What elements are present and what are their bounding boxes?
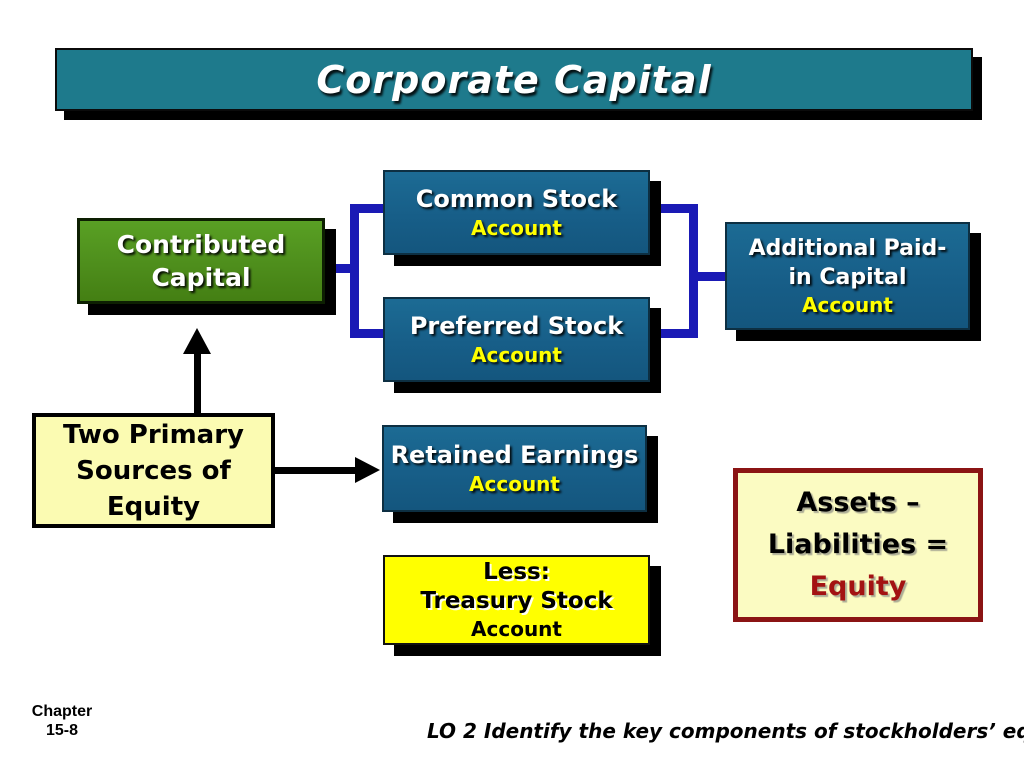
connector-left-bottom-stub bbox=[355, 329, 390, 338]
treasury-line1: Less: bbox=[483, 558, 550, 585]
preferred-stock-account-label: Account bbox=[471, 342, 562, 367]
connector-right-bottom-stub bbox=[645, 329, 695, 338]
equation-line2: Liabilities = bbox=[767, 529, 949, 560]
chapter-label: Chapter 15-8 bbox=[20, 702, 104, 740]
box-preferred-stock: Preferred Stock Account bbox=[383, 297, 650, 382]
two-primary-line2: Sources of bbox=[76, 455, 231, 486]
apic-line2: in Capital bbox=[788, 264, 907, 290]
apic-account-label: Account bbox=[802, 292, 893, 317]
box-retained-earnings: Retained Earnings Account bbox=[382, 425, 647, 512]
box-common-stock: Common Stock Account bbox=[383, 170, 650, 255]
common-stock-title: Common Stock bbox=[415, 184, 618, 213]
lesson-objective-text: LO 2 Identify the key components of stoc… bbox=[427, 719, 1024, 743]
contributed-capital-line2: Capital bbox=[151, 263, 251, 292]
common-stock-account-label: Account bbox=[471, 215, 562, 240]
preferred-stock-title: Preferred Stock bbox=[409, 311, 624, 340]
title-banner: Corporate Capital bbox=[55, 48, 973, 111]
connector-green-to-bracket bbox=[325, 264, 359, 273]
box-contributed-capital: Contributed Capital bbox=[77, 218, 325, 304]
retained-earnings-account-label: Account bbox=[469, 471, 560, 496]
treasury-line2: Treasury Stock bbox=[420, 587, 613, 614]
connector-to-apic bbox=[694, 272, 726, 281]
chapter-line1: Chapter bbox=[31, 703, 93, 720]
two-primary-line1: Two Primary bbox=[62, 419, 244, 450]
chapter-line2: 15-8 bbox=[45, 722, 79, 739]
treasury-account-label: Account bbox=[471, 616, 562, 641]
arrow-up-head bbox=[183, 328, 211, 354]
arrow-right-shaft bbox=[275, 467, 357, 474]
connector-right-vertical bbox=[689, 204, 698, 338]
arrow-up-shaft bbox=[194, 350, 201, 414]
arrow-right-head bbox=[355, 457, 380, 483]
equation-line1: Assets – bbox=[796, 487, 920, 518]
connector-right-top-stub bbox=[645, 204, 695, 213]
box-additional-paid-in-capital: Additional Paid- in Capital Account bbox=[725, 222, 970, 330]
box-treasury-stock: Less: Treasury Stock Account bbox=[383, 555, 650, 645]
box-equity-equation: Assets – Liabilities = Equity bbox=[733, 468, 983, 622]
box-two-primary-sources: Two Primary Sources of Equity bbox=[32, 413, 275, 528]
retained-earnings-title: Retained Earnings bbox=[390, 440, 639, 469]
connector-left-top-stub bbox=[355, 204, 390, 213]
contributed-capital-line1: Contributed bbox=[116, 230, 286, 259]
apic-line1: Additional Paid- bbox=[748, 235, 947, 261]
slide-title: Corporate Capital bbox=[316, 57, 712, 102]
two-primary-line3: Equity bbox=[106, 491, 201, 522]
equation-line3-equity: Equity bbox=[809, 571, 907, 602]
connector-left-vertical bbox=[350, 204, 359, 338]
